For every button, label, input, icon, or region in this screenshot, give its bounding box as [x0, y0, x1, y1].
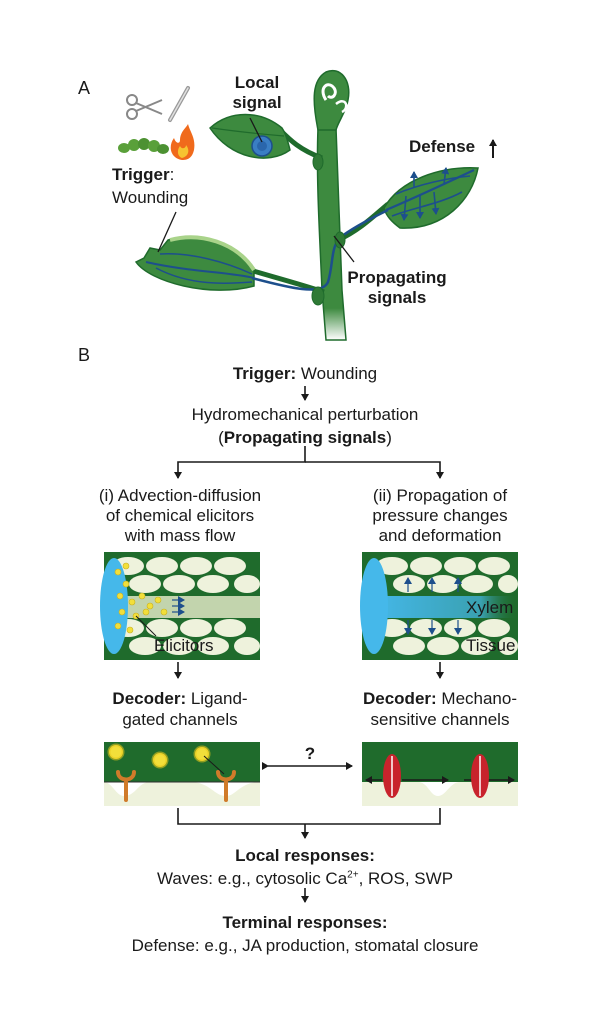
elicitors-label: Elicitors [154, 636, 214, 655]
leaf-upper-left [209, 113, 323, 161]
pressure-tissue-diagram [360, 552, 518, 660]
trigger-line-b: Trigger: Wounding [233, 364, 377, 384]
decoder-right-value: Mechano- [441, 689, 518, 708]
trigger-label-a-word: Trigger [112, 165, 170, 184]
trigger-label-a-colon: : [169, 165, 175, 184]
pressure-wound-site [360, 558, 388, 654]
elicitor-tissue-diagram [100, 552, 260, 660]
terminal-responses-heading: Terminal responses: [222, 913, 388, 932]
panel-a-letter: A [78, 78, 91, 98]
caterpillar-icon [118, 138, 169, 154]
hydromechanical-label: Hydromechanical perturbation [191, 405, 419, 424]
branch-ii-line2: pressure changes [372, 506, 508, 525]
propagating-label-line2: signals [367, 288, 427, 307]
elicitor-wound-site [100, 558, 128, 654]
local-signal-label-line2: signal [232, 93, 282, 112]
local-signal-label-line1: Local [234, 73, 280, 92]
branch-i-line2: of chemical elicitors [105, 506, 255, 525]
trigger-label-a: Trigger: [112, 165, 174, 185]
ligand-channel [116, 770, 136, 782]
paren-close: ) [386, 428, 392, 447]
trigger-label-b: Trigger: [232, 364, 297, 383]
xylem-label: Xylem [466, 598, 514, 617]
needle-icon [168, 86, 190, 122]
propagating-signals-line: (Propagating signals) [218, 428, 392, 448]
paren-open: ( [218, 428, 224, 447]
propagating-label-line1: Propagating [347, 268, 447, 287]
unknown-link-question-mark: ? [304, 744, 316, 763]
decoder-right-line1: Decoder: Mechano- [363, 689, 517, 709]
trigger-value-b: Wounding [300, 364, 378, 383]
propagating-signals-bold: Propagating signals [223, 428, 387, 447]
xylem-vessel [370, 596, 518, 618]
decoder-left-line1: Decoder: Ligand- [112, 689, 247, 709]
ligand-gated-channel-diagram [104, 742, 260, 806]
elicitor-ligand [107, 743, 125, 761]
trigger-value-a: Wounding [112, 188, 189, 207]
propagating-signal-path [251, 208, 389, 291]
tissue-label: Tissue [466, 636, 516, 655]
decoder-right-line2: sensitive channels [370, 710, 510, 729]
decoder-left-value: Ligand- [190, 689, 248, 708]
elicitor-ligand [151, 751, 169, 769]
leaf-right-defense [336, 167, 479, 243]
branch-ii-line1: (ii) Propagation of [372, 486, 508, 505]
panel-b-letter: B [78, 345, 91, 365]
leaf-lower-left-wounded [134, 235, 325, 295]
elicitor-particles [114, 562, 168, 634]
defense-line: Defense: e.g., JA production, stomatal c… [131, 936, 479, 955]
ligand-channel [216, 770, 236, 782]
flow-connectors [174, 386, 444, 903]
scissors-icon [126, 94, 163, 120]
decoder-left-line2: gated channels [122, 710, 238, 729]
defense-label: Defense [409, 137, 476, 156]
plant-apex-bud [313, 69, 350, 131]
plant-illustration [134, 69, 497, 341]
waves-suffix: , ROS, SWP [358, 869, 454, 888]
flame-icon [170, 124, 195, 160]
decoder-left-label: Decoder: [112, 689, 187, 708]
waves-line: Waves: e.g., cytosolic Ca2+, ROS, SWP [157, 869, 453, 889]
branch-ii-line3: and deformation [378, 526, 502, 545]
waves-prefix: Waves: e.g., cytosolic Ca [156, 869, 348, 888]
mechanosensitive-channel-diagram [362, 742, 518, 806]
waves-superscript: 2+ [347, 869, 359, 881]
branch-i-line3: with mass flow [124, 526, 236, 545]
decoder-right-label: Decoder: [362, 689, 437, 708]
local-responses-heading: Local responses: [235, 846, 375, 865]
branch-i-line1: (i) Advection-diffusion [98, 486, 262, 505]
